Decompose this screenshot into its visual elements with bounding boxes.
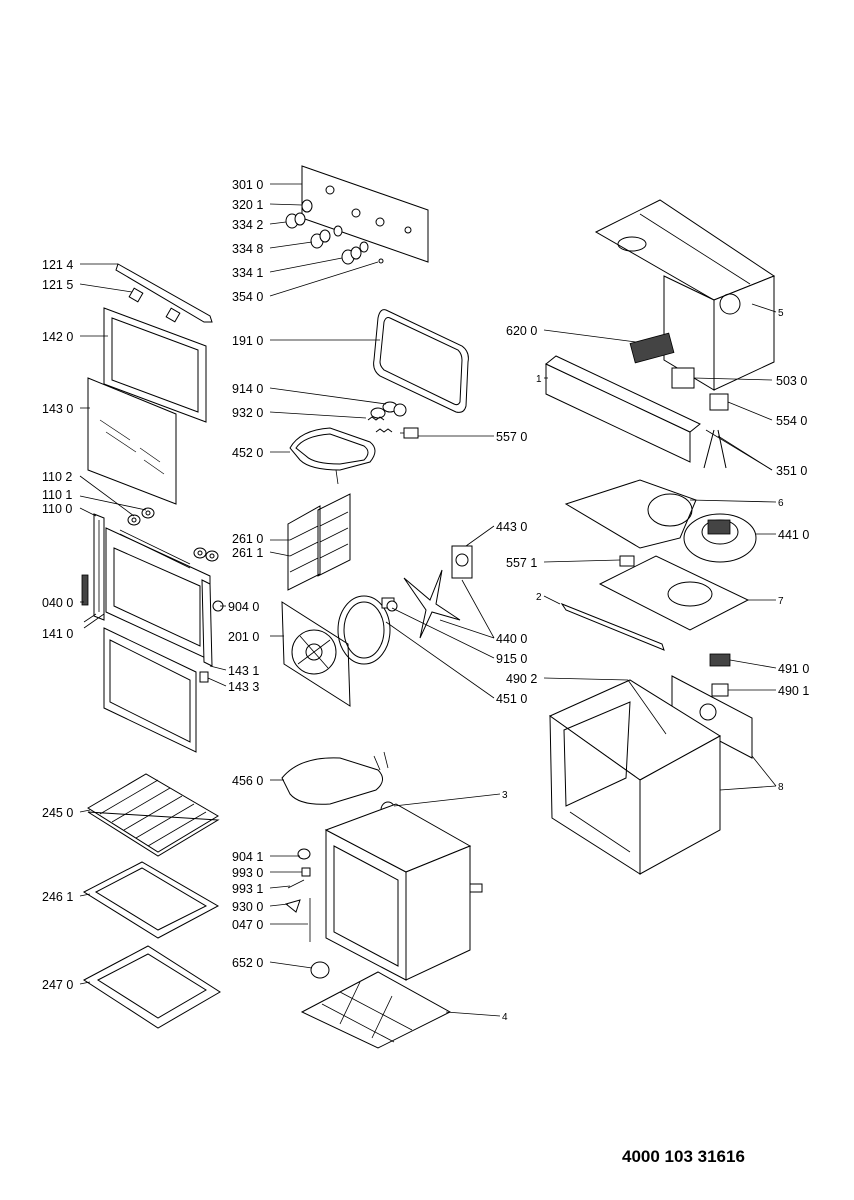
label-4: 4 <box>502 1012 508 1023</box>
label-3342: 334 2 <box>232 218 263 232</box>
label-9150: 915 0 <box>496 652 527 666</box>
oven-casing-part <box>548 679 721 875</box>
door-side-profile-parts <box>81 513 224 683</box>
label-2611: 261 1 <box>232 546 263 560</box>
label-1101: 110 1 <box>42 488 72 502</box>
document-number: 4000 103 31616 <box>622 1147 745 1166</box>
inner-glass-part <box>87 377 177 505</box>
label-3010: 301 0 <box>232 178 263 192</box>
bottom-element-part <box>281 751 389 805</box>
baking-tray-part <box>82 861 220 939</box>
door-gasket-part <box>373 309 469 413</box>
label-8: 8 <box>778 782 784 793</box>
label-1433: 143 3 <box>228 680 259 694</box>
label-4400: 440 0 <box>496 632 527 646</box>
knob-parts <box>285 199 384 265</box>
element-fixing-parts <box>367 401 407 433</box>
label-0400: 040 0 <box>42 596 73 610</box>
part-number-labels: 301 0 320 1 334 2 334 8 334 1 354 0 121 … <box>42 178 809 1023</box>
top-cover-part <box>594 199 776 391</box>
label-4520: 452 0 <box>232 446 263 460</box>
control-bracket-part <box>545 355 701 463</box>
label-2461: 246 1 <box>42 890 73 904</box>
label-3510: 351 0 <box>776 464 807 478</box>
label-1214: 121 4 <box>42 258 73 272</box>
label-9320: 932 0 <box>232 406 263 420</box>
oven-cavity-part <box>324 803 483 981</box>
label-4902: 490 2 <box>506 672 537 686</box>
deep-tray-part <box>83 945 221 1029</box>
label-1100: 110 0 <box>42 502 72 516</box>
label-9040: 904 0 <box>228 600 259 614</box>
label-3: 3 <box>502 790 508 801</box>
label-1215: 121 5 <box>42 278 73 292</box>
fan-cover-part <box>281 601 351 707</box>
label-4901: 490 1 <box>778 684 809 698</box>
bottom-plate-part <box>300 971 452 1049</box>
label-9931: 993 1 <box>232 882 263 896</box>
label-4510: 451 0 <box>496 692 527 706</box>
label-1410: 141 0 <box>42 627 73 641</box>
label-5: 5 <box>778 308 784 319</box>
front-strip-part <box>560 602 665 651</box>
label-2450: 245 0 <box>42 806 73 820</box>
label-7: 7 <box>778 596 784 607</box>
small-hardware-parts <box>284 848 330 979</box>
electrical-component-parts <box>629 332 729 469</box>
door-handle-part <box>115 263 213 323</box>
fan-motor-part <box>386 545 473 639</box>
label-1102: 110 2 <box>42 470 72 484</box>
cooling-fan-part <box>683 513 757 563</box>
label-1910: 191 0 <box>232 334 263 348</box>
label-4410: 441 0 <box>778 528 809 542</box>
label-9300: 930 0 <box>232 900 263 914</box>
wire-shelf-part <box>87 773 220 857</box>
label-0470: 047 0 <box>232 918 263 932</box>
outer-glass-part <box>103 307 207 423</box>
label-5570: 557 0 <box>496 430 527 444</box>
label-4910: 491 0 <box>778 662 809 676</box>
label-2010: 201 0 <box>228 630 259 644</box>
label-2610: 261 0 <box>232 532 263 546</box>
label-3341: 334 1 <box>232 266 263 280</box>
label-1430: 143 0 <box>42 402 73 416</box>
fan-housing-plate-part <box>564 479 697 549</box>
leader-lines <box>79 183 777 1017</box>
label-9041: 904 1 <box>232 850 263 864</box>
label-6200: 620 0 <box>506 324 537 338</box>
thermostat-part <box>400 427 419 439</box>
control-panel-part <box>301 165 429 263</box>
label-4560: 456 0 <box>232 774 263 788</box>
lower-door-glass-part <box>103 627 197 753</box>
label-3348: 334 8 <box>232 242 263 256</box>
label-2470: 247 0 <box>42 978 73 992</box>
grill-element-part <box>289 427 376 485</box>
glass-spacer-parts <box>127 507 219 562</box>
label-9140: 914 0 <box>232 382 263 396</box>
label-3201: 320 1 <box>232 198 263 212</box>
label-3540: 354 0 <box>232 290 263 304</box>
label-6520: 652 0 <box>232 956 263 970</box>
label-4430: 443 0 <box>496 520 527 534</box>
deflector-plate-part <box>598 555 750 631</box>
label-5030: 503 0 <box>776 374 807 388</box>
label-5571: 557 1 <box>506 556 537 570</box>
shelf-support-parts <box>287 493 351 591</box>
label-1431: 143 1 <box>228 664 259 678</box>
label-1: 1 <box>536 374 542 385</box>
label-5540: 554 0 <box>776 414 807 428</box>
label-6: 6 <box>778 498 784 509</box>
label-2: 2 <box>536 592 542 603</box>
label-9930: 993 0 <box>232 866 263 880</box>
label-1420: 142 0 <box>42 330 73 344</box>
safety-thermostat-part <box>619 555 635 567</box>
